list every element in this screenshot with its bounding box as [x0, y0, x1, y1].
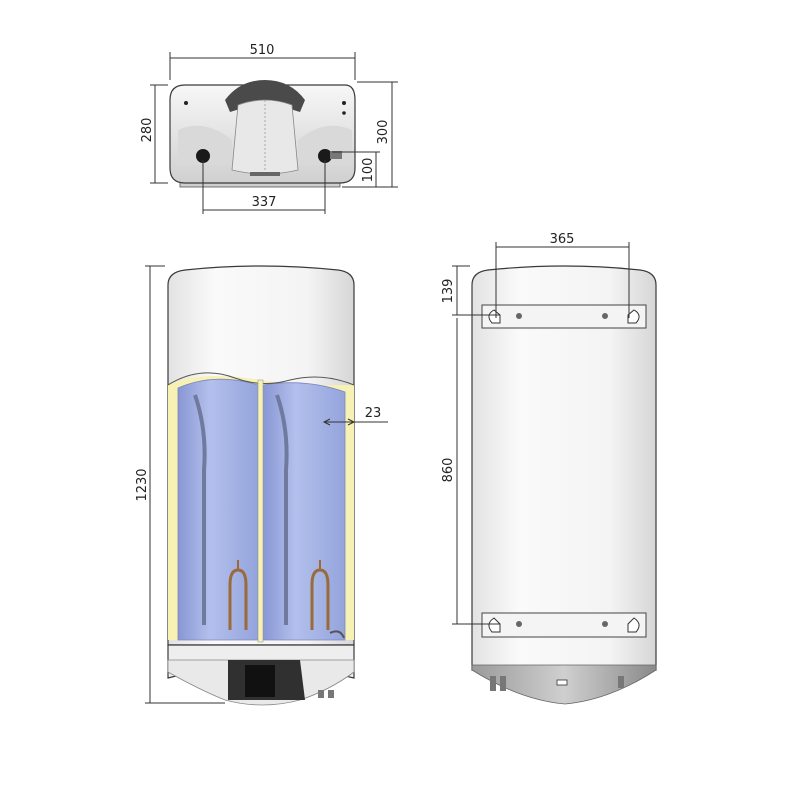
top-view-bottom-slot: [250, 172, 280, 176]
top-view-hole-icon: [184, 101, 188, 105]
front-fitting-icon: [328, 690, 334, 698]
dim-insulation-thickness: 23: [365, 406, 382, 421]
rear-bottom-bracket: [481, 612, 647, 638]
rear-bottom-hook-right-icon: [627, 617, 640, 633]
front-tank-divider: [257, 379, 264, 643]
rear-fitting-icon: [500, 676, 506, 691]
top-view-hole-icon: [342, 101, 346, 105]
rear-casing: [471, 265, 657, 671]
rear-fitting-icon: [490, 676, 496, 691]
dim-top-to-bracket: 139: [441, 279, 456, 304]
top-view-hole-icon: [342, 111, 346, 115]
front-fitting-icon: [318, 690, 324, 698]
front-cutaway-view: 1230 23: [135, 265, 388, 706]
rear-view: 365 139 860: [441, 232, 657, 705]
top-view-left-shade: [178, 125, 232, 165]
top-view-pipe-right-icon: [318, 149, 332, 163]
rear-bottom-hook-left-icon: [488, 617, 501, 633]
dim-top-pipe-height: 100: [361, 158, 376, 183]
dim-bracket-distance: 860: [441, 458, 456, 483]
rear-top-hook-right-icon: [627, 309, 640, 324]
front-tank-right: [262, 382, 346, 641]
rear-screw-icon: [602, 313, 608, 319]
dim-top-pipe-spacing: 337: [252, 195, 277, 210]
top-view-pipe-left-icon: [196, 149, 210, 163]
dim-body-height: 1230: [135, 468, 150, 501]
front-pipe-right: [275, 394, 289, 625]
dim-top-total-depth: 300: [376, 120, 391, 145]
rear-screw-icon: [516, 621, 522, 627]
front-control-panel-icon: [245, 665, 275, 697]
dim-top-width: 510: [250, 43, 275, 58]
rear-top-bracket: [481, 304, 647, 329]
rear-fitting-icon: [618, 676, 624, 688]
dim-bracket-spacing: 365: [550, 232, 575, 247]
rear-screw-icon: [602, 621, 608, 627]
top-view: 510 280 300 100 337: [140, 43, 398, 214]
rear-top-hook-left-icon: [488, 309, 501, 324]
top-view-valve-icon: [330, 151, 342, 159]
rear-screw-icon: [516, 313, 522, 319]
front-pipe-left: [193, 394, 207, 625]
dim-top-depth: 280: [140, 118, 155, 143]
